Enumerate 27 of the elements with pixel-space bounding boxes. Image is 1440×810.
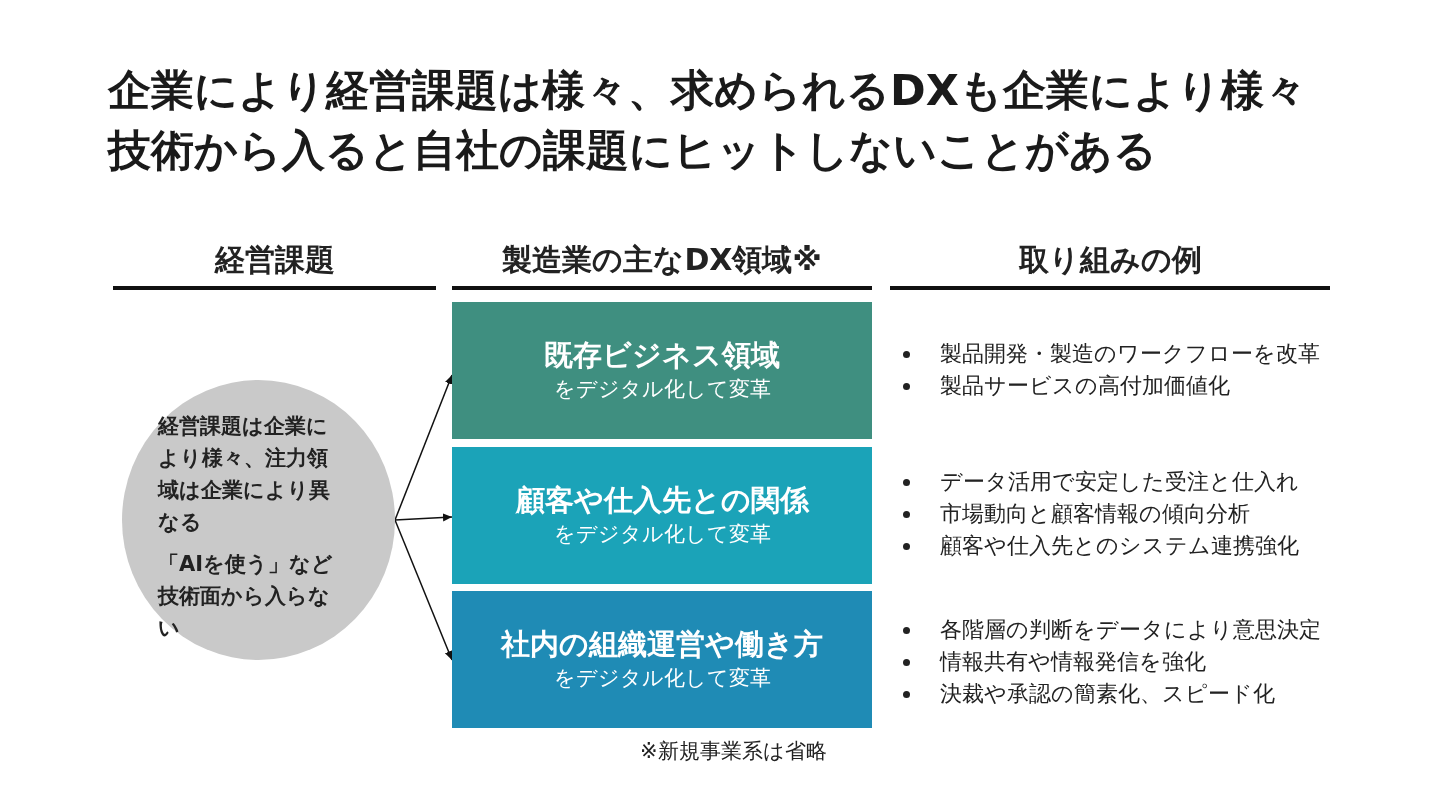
domain-box bbox=[452, 591, 872, 728]
column-header: 経営課題 bbox=[213, 241, 336, 279]
bullet-text: 決裁や承認の簡素化、スピード化 bbox=[940, 681, 1275, 706]
box-heading: 既存ビジネス領域 bbox=[543, 337, 781, 374]
slide-title: 企業により経営課題は様々、求められるDXも企業により様々技術から入ると自社の課題にヒットしないことがある bbox=[108, 64, 1308, 177]
circle-text: 「AIを使う」など技術面から入らない bbox=[158, 551, 335, 642]
arrow bbox=[394, 374, 453, 521]
box-heading: 顧客や仕入先との関係 bbox=[514, 482, 810, 519]
bullet-text: データ活用で安定した受注と仕入れ bbox=[940, 469, 1299, 494]
column-header: 取り組みの例 bbox=[1017, 241, 1203, 279]
bullet-text: 市場動向と顧客情報の傾向分析 bbox=[940, 501, 1250, 526]
domain-box bbox=[452, 302, 872, 439]
bullet-text: 各階層の判断をデータにより意思決定 bbox=[940, 617, 1321, 642]
box-subtext: をデジタル化して変革 bbox=[552, 521, 772, 548]
box-subtext: をデジタル化して変革 bbox=[552, 665, 772, 692]
column-header: 製造業の主なDX領域※ bbox=[501, 241, 823, 279]
bullet-text: 製品サービスの高付加価値化 bbox=[940, 373, 1230, 398]
bullet-text: 顧客や仕入先とのシステム連携強化 bbox=[940, 533, 1299, 558]
circle-text: 経営課題は企業により様々、注力領域は企業により異なる bbox=[158, 413, 331, 536]
bullet-text: 製品開発・製造のワークフローを改革 bbox=[940, 341, 1320, 366]
bullet-text: 情報共有や情報発信を強化 bbox=[940, 649, 1206, 674]
arrow bbox=[394, 513, 453, 522]
arrow bbox=[394, 519, 453, 661]
box-heading: 社内の組織運営や働き方 bbox=[499, 626, 824, 663]
box-subtext: をデジタル化して変革 bbox=[552, 376, 772, 403]
footnote: ※新規事業系は省略 bbox=[640, 738, 827, 765]
domain-box bbox=[452, 447, 872, 584]
